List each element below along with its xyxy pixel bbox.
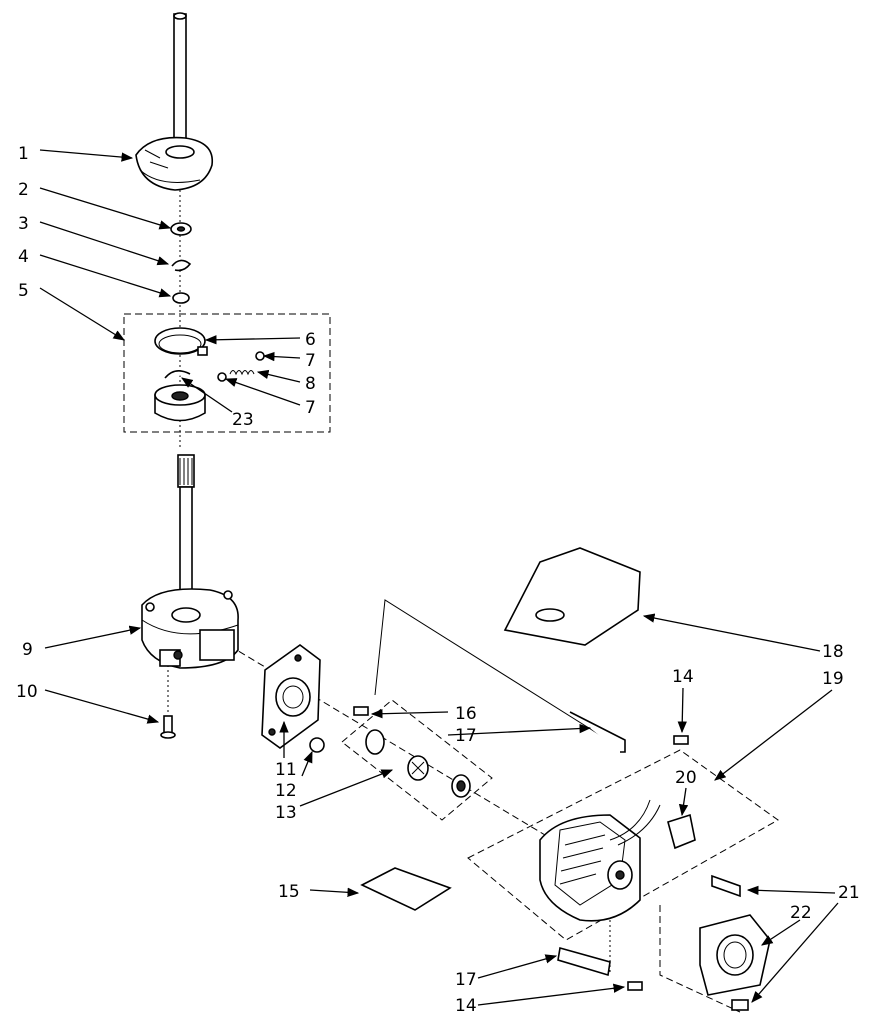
part-13-coupling: [365, 729, 471, 798]
part-4-ring: [172, 292, 190, 304]
label-22: 22: [790, 903, 812, 923]
part-9-gearcase: [141, 454, 239, 669]
label-3: 3: [18, 214, 29, 234]
label-7b: 7: [305, 398, 316, 418]
part-7-8-spring: [217, 351, 265, 382]
label-19: 19: [822, 669, 844, 689]
label-14b: 14: [455, 996, 477, 1016]
part-19-motor: [539, 799, 661, 922]
leader-arrows: [39, 149, 839, 1006]
label-6: 6: [305, 330, 316, 350]
label-16: 16: [455, 704, 477, 724]
part-17-bar-upper: [569, 711, 626, 753]
label-4: 4: [18, 247, 29, 267]
part-21-clip-upper: [711, 874, 741, 898]
label-7a: 7: [305, 351, 316, 371]
box-part-13: [341, 699, 493, 821]
part-23-clip: [164, 370, 191, 379]
part-12-knob: [309, 737, 325, 753]
part-10-bolt: [160, 715, 176, 739]
label-17b: 17: [455, 970, 477, 990]
part-15-gasket: [360, 867, 452, 911]
part-14-screw-lower: [627, 981, 643, 991]
part-21-clip-lower: [731, 999, 749, 1011]
box-part-5: [123, 313, 331, 433]
label-21: 21: [838, 883, 860, 903]
box-part-19: [467, 749, 779, 941]
label-20: 20: [675, 768, 697, 788]
label-17a: 17: [455, 726, 477, 746]
part-16-pin: [353, 706, 369, 716]
part-20-switch: [667, 813, 696, 850]
box-part-19-extension: [659, 905, 741, 1013]
label-2: 2: [18, 180, 29, 200]
label-12: 12: [275, 781, 297, 801]
label-5: 5: [18, 281, 29, 301]
label-15: 15: [278, 882, 300, 902]
part-3-clip: [171, 259, 192, 272]
part-2-washer: [170, 222, 192, 236]
part-18-shield: [503, 547, 641, 646]
label-8: 8: [305, 374, 316, 394]
label-23: 23: [232, 410, 254, 430]
part-6-clutch-band: [154, 327, 208, 356]
part-14-screw-upper: [673, 735, 689, 745]
label-11: 11: [275, 760, 297, 780]
clutch-hub: [154, 384, 206, 422]
label-9: 9: [22, 640, 33, 660]
label-13: 13: [275, 803, 297, 823]
leader-path-17: [374, 599, 601, 736]
label-10: 10: [16, 682, 38, 702]
part-1-shaft-cam: [135, 12, 214, 191]
part-22-cover: [699, 914, 771, 996]
label-1: 1: [18, 144, 29, 164]
label-18: 18: [822, 642, 844, 662]
part-17-bar-lower: [557, 946, 611, 977]
label-14a: 14: [672, 667, 694, 687]
part-11-plate: [261, 644, 321, 749]
